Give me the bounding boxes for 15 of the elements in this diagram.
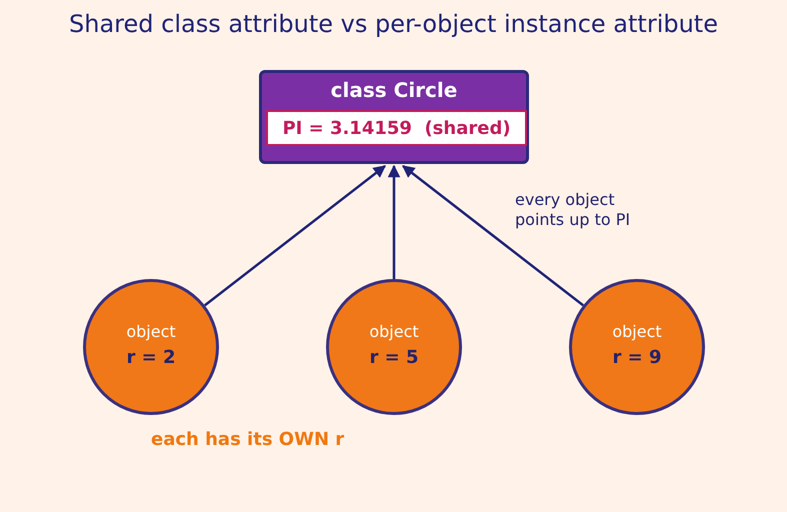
object-label: object — [126, 322, 176, 341]
object-label: object — [612, 322, 662, 341]
annotation: every object points up to PI — [515, 190, 632, 230]
arrow — [402, 165, 584, 306]
arrow — [388, 164, 400, 279]
diagram-title: Shared class attribute vs per-object instance attribute — [68, 10, 719, 38]
annotation: each has its OWN r — [151, 429, 344, 450]
class-box — [259, 70, 529, 164]
arrow — [204, 165, 386, 306]
object-label: object — [369, 322, 419, 341]
attribute-box: PI = 3.14159 (shared) — [266, 110, 527, 146]
attribute-value: r = 5 — [369, 347, 419, 368]
attribute-value: r = 9 — [612, 347, 662, 368]
class-name: class Circle — [330, 78, 458, 102]
attribute-value: r = 2 — [126, 347, 176, 368]
